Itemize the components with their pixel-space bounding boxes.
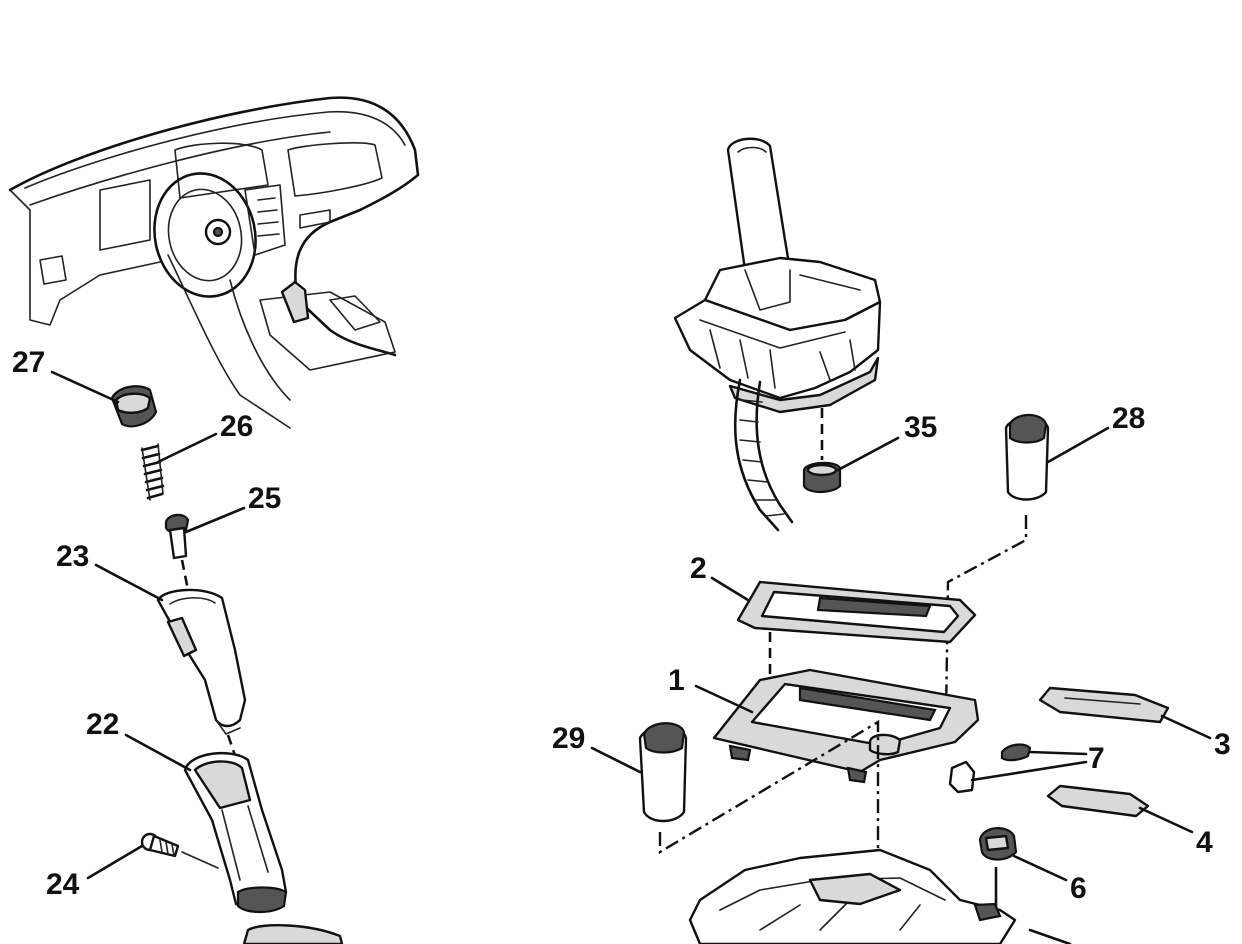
part-27-knob-cap xyxy=(110,385,158,428)
leader-lines xyxy=(50,370,1212,882)
part-29-bulb-socket xyxy=(638,722,688,823)
leader-7a xyxy=(1028,750,1088,756)
callout-22: 22 xyxy=(86,708,119,741)
part-25-push-button xyxy=(164,513,190,560)
routing-line-29 xyxy=(658,719,880,944)
leader-35 xyxy=(836,436,900,472)
leader-bottom-right-partial xyxy=(1028,928,1072,944)
leader-25 xyxy=(184,506,246,534)
assembly-axis-left-2 xyxy=(226,734,242,771)
part-30-bottom-trim-partial xyxy=(242,924,344,944)
leader-24 xyxy=(86,844,144,880)
callout-3: 3 xyxy=(1214,728,1231,761)
leader-4 xyxy=(1138,806,1194,834)
part-4-lens-strip xyxy=(1046,784,1150,818)
callout-7: 7 xyxy=(1088,742,1105,775)
part-23-shift-knob-upper xyxy=(156,588,247,735)
callout-27: 27 xyxy=(12,346,45,379)
shifter-assembly xyxy=(673,137,882,532)
callout-28: 28 xyxy=(1112,402,1145,435)
part-3-prnd-label-strip xyxy=(1038,686,1170,724)
part-6-bulb xyxy=(978,827,1018,861)
callout-1: 1 xyxy=(668,664,685,697)
part-24-screw xyxy=(140,832,180,858)
leader-29 xyxy=(590,746,642,774)
callout-2: 2 xyxy=(690,552,707,585)
console-base-partial xyxy=(688,848,1017,944)
part-26-spring xyxy=(140,443,165,501)
leader-27 xyxy=(50,370,120,404)
callout-labels: 27 26 25 23 22 24 35 28 2 1 29 3 7 4 6 xyxy=(12,346,1231,905)
part-1-console-trim-plate xyxy=(712,668,980,784)
callout-25: 25 xyxy=(248,482,281,515)
leader-2 xyxy=(710,576,750,602)
dashboard-overview-illustration xyxy=(8,96,420,429)
leader-26 xyxy=(156,432,218,464)
part-7-clips xyxy=(948,743,1032,794)
callout-6: 6 xyxy=(1070,872,1087,905)
leader-6 xyxy=(1012,854,1068,882)
part-28-bulb-socket xyxy=(1004,413,1050,501)
part-35-nut xyxy=(802,461,842,494)
leader-23 xyxy=(94,563,164,602)
part-2-indicator-bezel xyxy=(736,580,977,644)
callout-24: 24 xyxy=(46,868,80,901)
leader-28 xyxy=(1046,426,1110,464)
leader-7b xyxy=(970,760,1088,782)
callout-26: 26 xyxy=(220,410,253,443)
leader-22 xyxy=(124,733,192,772)
leader-3 xyxy=(1160,714,1212,740)
callout-4: 4 xyxy=(1196,826,1213,859)
screw-24-guide-line xyxy=(181,851,219,869)
part-22-shift-knob-boot xyxy=(183,752,288,914)
callout-23: 23 xyxy=(56,540,89,573)
routing-line-28 xyxy=(944,515,1028,716)
callout-29: 29 xyxy=(552,722,585,755)
callout-35: 35 xyxy=(904,411,937,444)
leader-1 xyxy=(694,684,754,714)
